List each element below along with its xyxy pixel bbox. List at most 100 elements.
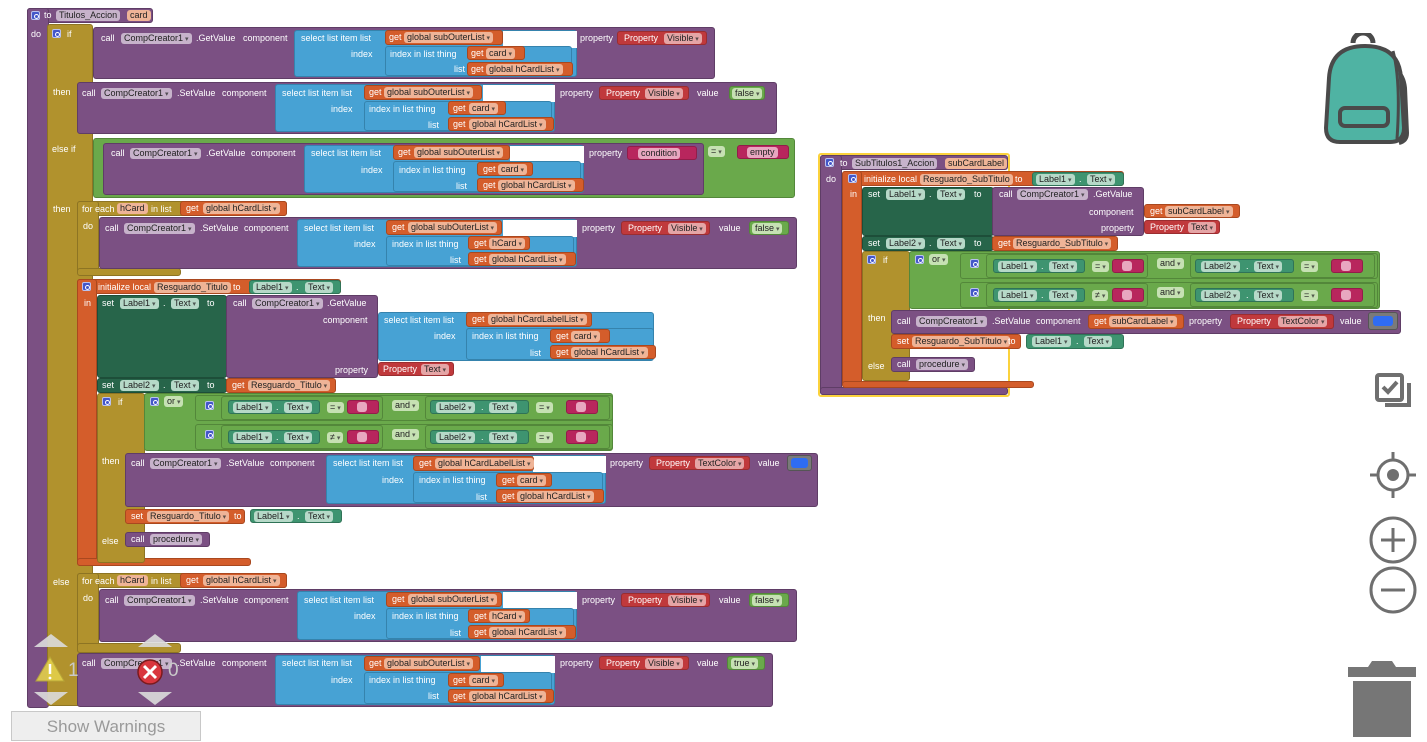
property-dropdown[interactable]: Visible [668,223,706,234]
property-dropdown[interactable]: Text [171,380,199,391]
compare-operator-dropdown[interactable]: = [1301,290,1318,301]
component-dropdown[interactable]: CompCreator1 [101,88,172,99]
var-dropdown[interactable]: global hCardLabelList [488,314,587,325]
logic-operator-dropdown[interactable]: or [929,254,949,265]
or-gear-icon[interactable] [915,255,924,264]
trash-icon[interactable] [1348,657,1416,737]
property-dropdown[interactable]: Text [1254,261,1282,272]
and-gear-icon[interactable] [970,259,979,268]
var-dropdown[interactable]: global subOuterList [414,147,504,158]
property-dropdown[interactable]: Visible [645,88,683,99]
compare-operator-dropdown[interactable]: = [708,146,725,157]
var-dropdown[interactable]: card [571,331,600,342]
empty-text-field[interactable] [1341,290,1351,300]
compare-operator-dropdown[interactable]: = [327,402,344,413]
var-dropdown[interactable]: global hCardList [489,254,566,265]
logic-operator-dropdown[interactable]: and [392,400,419,411]
empty-text-field[interactable] [576,402,586,412]
var-dropdown[interactable]: hCard [489,611,525,622]
compare-operator-dropdown[interactable]: ≠ [327,432,344,443]
property-dropdown[interactable]: Text [937,189,965,200]
boolean-dropdown[interactable]: false [752,223,783,234]
compare-operator-dropdown[interactable]: ≠ [1092,290,1109,301]
empty-text-field[interactable] [357,402,367,412]
compare-operator-dropdown[interactable]: = [536,432,553,443]
component-dropdown[interactable]: CompCreator1 [150,458,221,469]
color-swatch[interactable] [791,458,808,468]
compare-operator-dropdown[interactable]: = [536,402,553,413]
color-swatch[interactable] [1373,316,1393,326]
logic-operator-dropdown[interactable]: and [1157,258,1184,269]
component-dropdown[interactable]: Label1 [886,189,925,200]
compare-operator-dropdown[interactable]: = [1092,261,1109,272]
var-dropdown[interactable]: global hCardList [469,119,546,130]
component-dropdown[interactable]: Label2 [1201,261,1240,272]
empty-text-field[interactable] [357,432,367,442]
init-gear-icon[interactable] [848,174,857,183]
local-var-name[interactable]: Resguardo_SubTitulo [920,174,1013,185]
logic-operator-dropdown[interactable]: or [164,396,184,407]
var-dropdown[interactable]: card [486,48,515,59]
compare-operator-dropdown[interactable]: = [1301,261,1318,272]
property-dropdown[interactable]: Text [937,238,965,249]
component-dropdown[interactable]: CompCreator1 [101,658,172,669]
var-dropdown[interactable]: global hCardList [498,180,575,191]
var-dropdown[interactable]: global subOuterList [384,87,474,98]
var-dropdown[interactable]: global hCardList [571,347,648,358]
property-dropdown[interactable]: Text [1049,261,1077,272]
procedure-dropdown[interactable]: procedure [916,359,968,370]
property-dropdown[interactable]: Visible [668,595,706,606]
var-dropdown[interactable]: global subOuterList [408,222,498,233]
empty-text-field[interactable] [1341,261,1351,271]
or-gear-icon[interactable] [150,397,159,406]
component-dropdown[interactable]: Label1 [233,402,272,413]
error-prev-arrow[interactable] [138,634,172,647]
text-field-empty[interactable]: empty [747,147,778,158]
mutator-gear-icon[interactable] [31,11,40,20]
var-dropdown[interactable]: Resguardo_SubTitulo [1013,238,1112,249]
component-dropdown[interactable]: CompCreator1 [252,298,323,309]
zoom-in-icon[interactable] [1368,515,1418,565]
var-dropdown[interactable]: card [469,675,498,686]
logic-operator-dropdown[interactable]: and [392,429,419,440]
var-dropdown[interactable]: global hCardList [469,691,546,702]
property-dropdown[interactable]: Text [1087,174,1115,185]
component-dropdown[interactable]: Label2 [436,432,475,443]
component-dropdown[interactable]: Label1 [253,282,292,293]
component-dropdown[interactable]: Label2 [1201,290,1240,301]
property-dropdown[interactable]: Text [1254,290,1282,301]
procedure-name-field[interactable]: SubTitulos1_Accion [852,158,938,169]
center-target-icon[interactable] [1368,450,1418,500]
and-gear-icon[interactable] [205,401,214,410]
var-dropdown[interactable]: subCardLabel [1165,206,1233,217]
warning-prev-arrow[interactable] [34,634,68,647]
procedure-dropdown[interactable]: procedure [150,534,202,545]
warning-next-arrow[interactable] [34,692,68,705]
empty-text-field[interactable] [576,432,586,442]
component-dropdown[interactable]: Label1 [998,261,1037,272]
var-dropdown[interactable]: global hCardList [486,64,563,75]
var-dropdown[interactable]: subCardLabel [1109,316,1177,327]
logic-operator-dropdown[interactable]: and [1157,287,1184,298]
component-dropdown[interactable]: CompCreator1 [130,148,201,159]
var-dropdown[interactable]: global subOuterList [404,32,494,43]
property-dropdown[interactable]: Text [305,282,333,293]
property-dropdown[interactable]: TextColor [1278,316,1328,327]
property-dropdown[interactable]: Text [1049,290,1077,301]
loop-var-hcard[interactable]: hCard [117,575,148,586]
component-dropdown[interactable]: Label2 [120,380,159,391]
property-dropdown[interactable]: TextColor [695,458,745,469]
param-card[interactable]: card [127,10,151,21]
if-gear-icon[interactable] [867,255,876,264]
boolean-dropdown[interactable]: true [731,658,758,669]
init-gear-icon[interactable] [82,282,91,291]
component-dropdown[interactable]: CompCreator1 [916,316,987,327]
cleanup-checkbox-icon[interactable] [1373,371,1417,415]
boolean-dropdown[interactable]: false [732,88,763,99]
var-dropdown[interactable]: global hCardList [517,491,594,502]
text-field-condition[interactable]: condition [638,148,681,159]
property-dropdown[interactable]: Text [305,511,333,522]
component-dropdown[interactable]: CompCreator1 [124,223,195,234]
boolean-dropdown[interactable]: false [752,595,783,606]
property-dropdown[interactable]: Text [1188,222,1216,233]
